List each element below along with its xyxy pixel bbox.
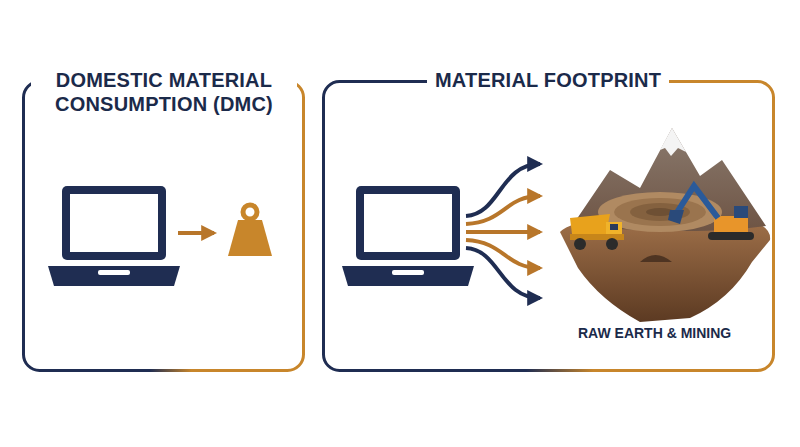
panel-heading: MATERIAL FOOTPRINT [427, 68, 669, 92]
dump-truck [570, 214, 624, 250]
panel-heading: DOMESTIC MATERIAL CONSUMPTION (DMC) [31, 68, 297, 116]
fan-arrows [466, 164, 540, 298]
excavator [668, 186, 754, 240]
laptop-icon [48, 186, 180, 286]
weight-icon [228, 205, 272, 256]
panel-border [22, 80, 305, 372]
caption-label: RAW EARTH & MINING [578, 325, 731, 341]
panel: DOMESTIC MATERIAL CONSUMPTION (DMC) [22, 80, 305, 372]
mining-island [560, 128, 770, 322]
arrow [178, 231, 214, 235]
laptop-icon [342, 186, 474, 286]
